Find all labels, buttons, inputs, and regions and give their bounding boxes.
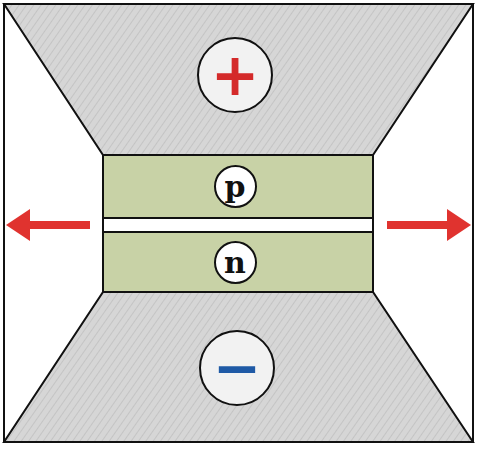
- negative-electrode: [4, 292, 473, 442]
- positive-electrode: [4, 4, 473, 155]
- frame: [4, 4, 473, 442]
- p-label-circle: p: [214, 165, 257, 208]
- node-label: n: [224, 245, 246, 280]
- node-label: +: [211, 41, 260, 109]
- left-arrow: [6, 209, 90, 241]
- n-label-circle: n: [214, 241, 257, 284]
- n-layer: [103, 232, 373, 292]
- right-arrow: [387, 209, 471, 241]
- p-layer: [103, 155, 373, 218]
- negative-sign-circle: −: [199, 330, 275, 406]
- node-label: p: [225, 169, 246, 204]
- node-label: −: [213, 334, 262, 402]
- junction-gap: [103, 218, 373, 232]
- positive-sign-circle: +: [197, 37, 273, 113]
